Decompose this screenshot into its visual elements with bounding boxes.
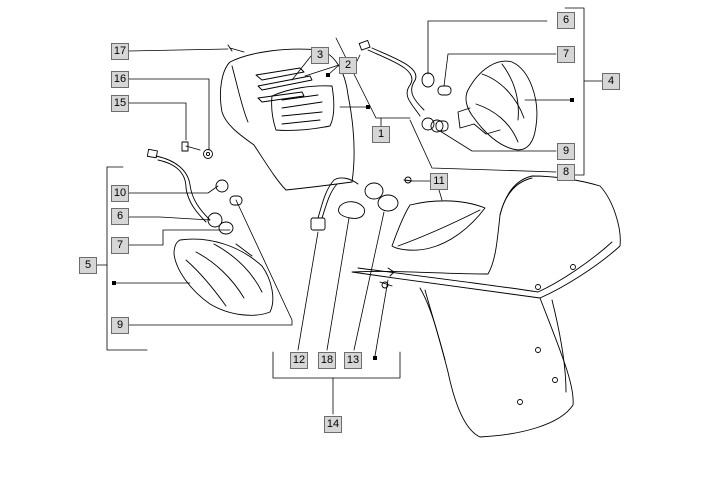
pointer-dots xyxy=(112,73,574,360)
tail-light-housing-drawing xyxy=(219,48,355,191)
callout-2: 2 xyxy=(339,57,357,74)
left-indicator-drawing xyxy=(173,238,274,316)
callout-3: 3 xyxy=(311,47,329,64)
callout-5: 5 xyxy=(79,257,97,274)
callout-17: 17 xyxy=(111,43,129,60)
leader-lines xyxy=(96,7,603,415)
callout-11: 11 xyxy=(430,173,448,190)
rear-fender-drawing xyxy=(351,175,621,438)
callout-16: 16 xyxy=(111,71,129,88)
callout-7-left: 7 xyxy=(111,237,129,254)
callout-9-right: 9 xyxy=(557,143,575,160)
callout-1: 1 xyxy=(372,126,390,143)
callout-13: 13 xyxy=(344,352,362,369)
callout-10: 10 xyxy=(111,185,129,202)
callout-7-right: 7 xyxy=(557,46,575,63)
callout-12: 12 xyxy=(290,352,308,369)
callout-6-left: 6 xyxy=(111,208,129,225)
callout-9-left: 9 xyxy=(111,317,129,334)
callout-6-right: 6 xyxy=(557,12,575,29)
callout-8: 8 xyxy=(557,164,575,181)
right-indicator-drawing xyxy=(457,60,538,151)
wiring-and-bulbs-drawing xyxy=(146,40,452,235)
callout-15: 15 xyxy=(111,95,129,112)
callout-18: 18 xyxy=(318,352,336,369)
callout-14: 14 xyxy=(324,416,342,433)
callout-4: 4 xyxy=(602,73,620,90)
